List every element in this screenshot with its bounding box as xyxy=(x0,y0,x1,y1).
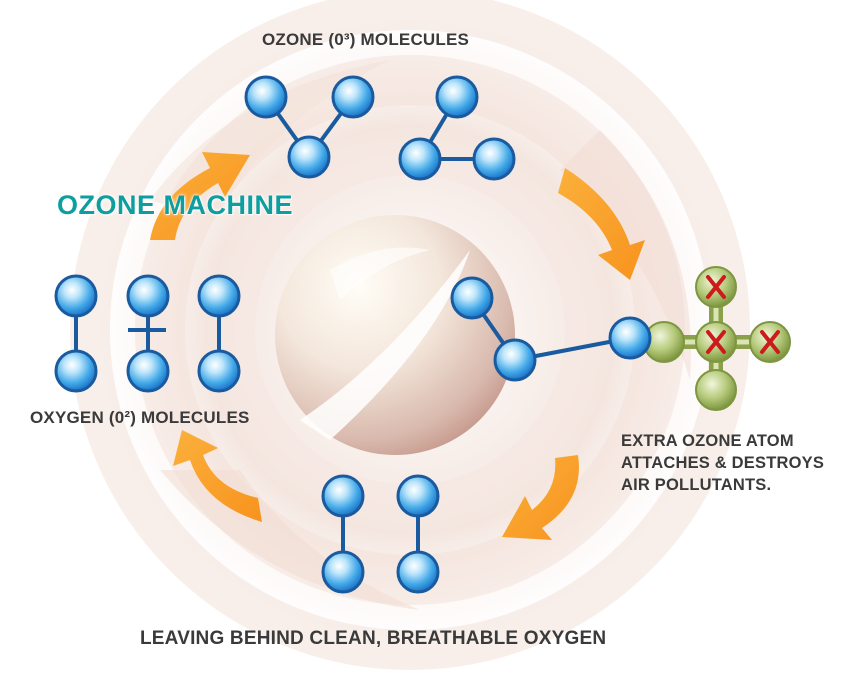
center-sphere xyxy=(275,215,515,455)
oxygen-molecules-label: OXYGEN (0²) MOLECULES xyxy=(30,408,250,427)
x-mark-icon xyxy=(760,330,780,354)
ozone-molecule-right xyxy=(398,75,516,181)
ozone-molecule-attaching xyxy=(450,276,652,382)
oxygen-molecule-3 xyxy=(197,274,241,393)
pollutant-molecule xyxy=(643,266,791,411)
cycle-arrows xyxy=(150,152,645,540)
ozone-molecules-label: OZONE (0³) MOLECULES xyxy=(262,30,470,49)
x-mark-icon xyxy=(706,330,726,354)
ozone-machine-label: OZONE MACHINE xyxy=(57,190,293,220)
oxygen-molecule-1 xyxy=(54,274,98,393)
bottom-caption: LEAVING BEHIND CLEAN, BREATHABLE OXYGEN xyxy=(140,628,607,649)
curved-arrow-icon xyxy=(173,430,262,522)
x-mark-icon xyxy=(706,275,726,299)
clean-oxygen-molecule-1 xyxy=(321,474,365,594)
oxygen-molecule-2 xyxy=(126,274,170,393)
clean-oxygen-molecule-2 xyxy=(396,474,440,594)
curved-arrow-icon xyxy=(558,168,645,280)
curved-arrow-icon xyxy=(150,152,250,240)
curved-arrow-icon xyxy=(502,455,579,540)
extra-atom-note: EXTRA OZONE ATOM ATTACHES & DESTROYS AIR… xyxy=(621,432,825,494)
ozone-molecule-left xyxy=(244,75,375,179)
